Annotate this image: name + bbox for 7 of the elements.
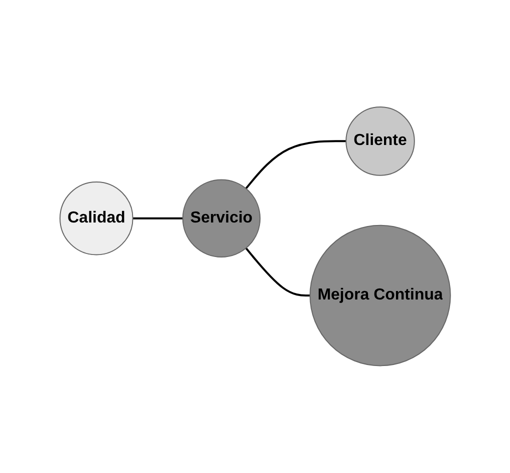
node-circle: Mejora Continua — [309, 225, 451, 366]
node-circle: Cliente — [345, 106, 415, 176]
node-circle: Calidad — [59, 182, 134, 256]
node-circle: Servicio — [182, 179, 260, 258]
connector — [245, 248, 310, 297]
connector — [245, 140, 346, 190]
connector — [132, 218, 183, 220]
